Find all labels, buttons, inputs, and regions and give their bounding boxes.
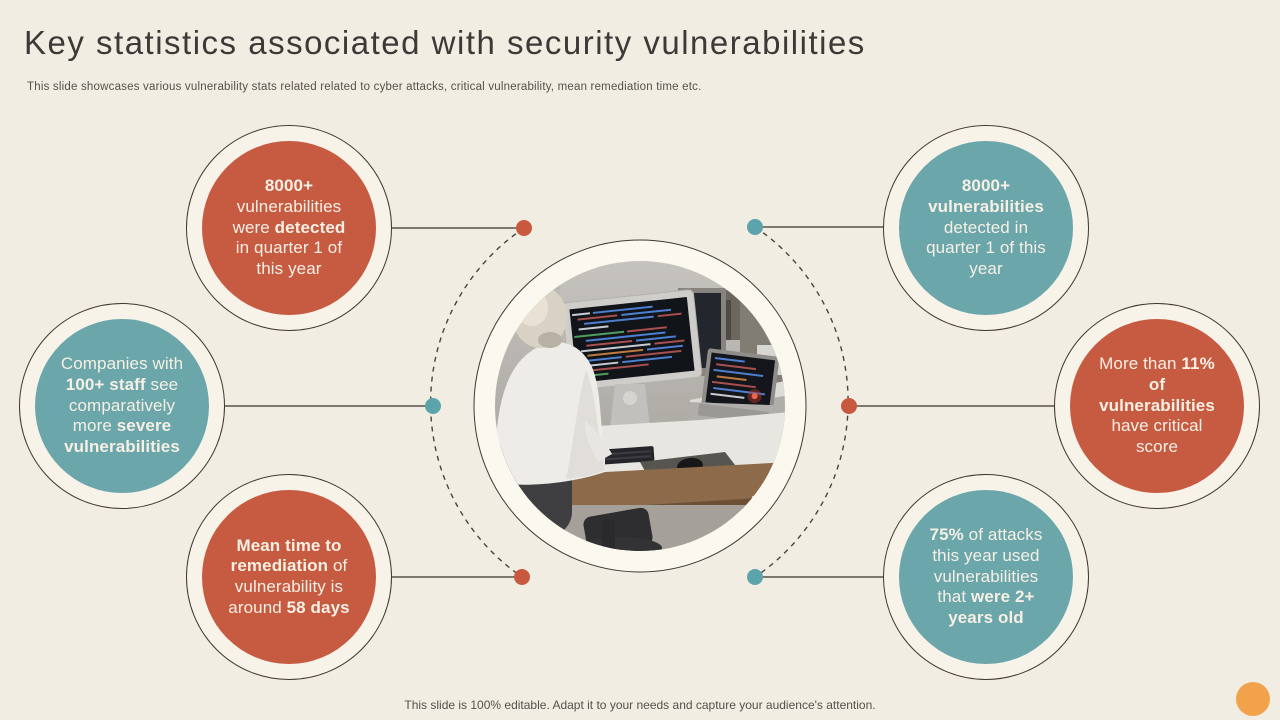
photo-laptop-code-lines xyxy=(710,357,766,399)
dot-bottom-left-orange xyxy=(514,569,530,585)
slide-subtitle: This slide showcases various vulnerabili… xyxy=(27,81,702,93)
accent-circle xyxy=(1236,682,1270,716)
dot-top-right-teal xyxy=(747,219,763,235)
slide-footer-note: This slide is 100% editable. Adapt it to… xyxy=(404,698,876,712)
connector-lines xyxy=(225,226,1055,578)
photo-main-monitor xyxy=(561,289,703,391)
connector-dots xyxy=(425,219,857,585)
dot-bottom-right-teal xyxy=(747,569,763,585)
page-title: Key statistics associated with security … xyxy=(24,24,866,61)
photo-keyboard xyxy=(595,446,655,465)
dashed-arc-ring xyxy=(429,226,849,578)
photo-code-lines xyxy=(571,305,685,378)
dot-right-orange xyxy=(841,398,857,414)
dot-top-left-orange xyxy=(516,220,532,236)
photo-laptop xyxy=(687,348,785,425)
developer-coding-at-desk-photo xyxy=(495,261,785,551)
dot-left-teal xyxy=(425,398,441,414)
